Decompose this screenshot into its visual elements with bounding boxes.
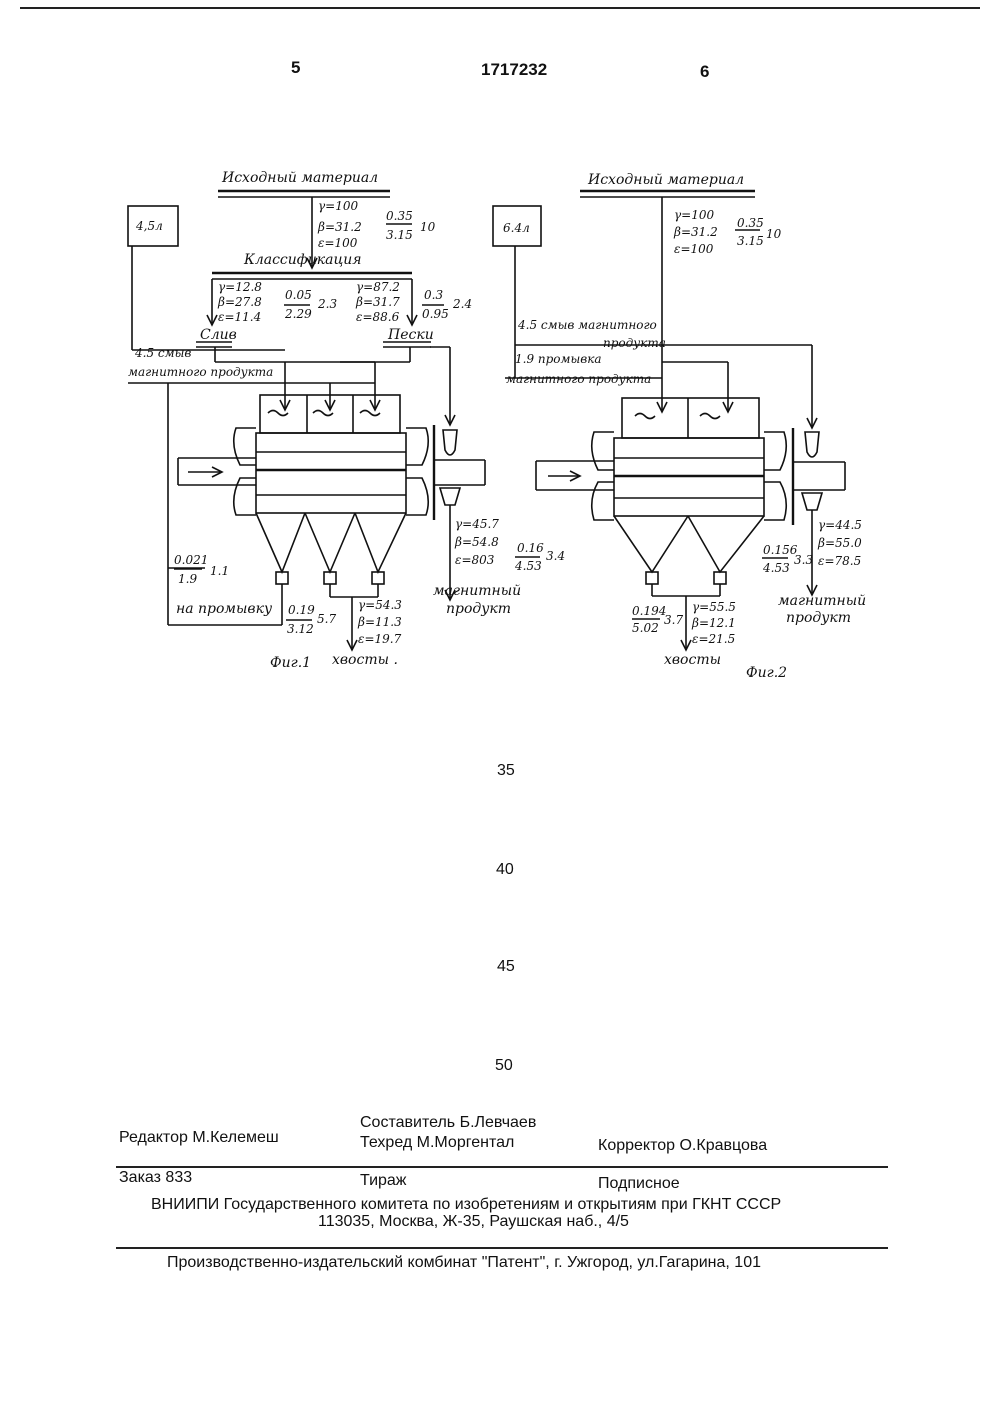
fig2-input-frac-den: 3.15	[737, 234, 764, 248]
fig2-tails-frac-val: 3.7	[664, 613, 683, 627]
fig1-magnetic-label-b: продукт	[446, 601, 511, 617]
footer-address: 113035, Москва, Ж-35, Раушская наб., 4/5	[318, 1213, 629, 1231]
line-number-40: 40	[496, 861, 514, 879]
footer-subscription: Подписное	[598, 1175, 680, 1193]
fig1-input-gamma: γ=100	[318, 199, 358, 213]
fig1-sands-eps: ε=88.6	[356, 310, 399, 324]
fig1-wash-label-a: 4.5 смыв	[135, 346, 191, 360]
fig1-source-label: Исходный материал	[222, 170, 378, 186]
fig1-input-eps: ε=100	[318, 236, 357, 250]
fig2-input-gamma: γ=100	[674, 208, 714, 222]
fig1-tails-eps: ε=19.7	[358, 632, 401, 646]
fig2-wash-label-a: 4.5 смыв магнитного	[518, 318, 657, 332]
line-number-45: 45	[497, 958, 515, 976]
fig1-overflow-frac-num: 0.05	[285, 288, 312, 302]
fig1-magnetic-frac-den: 4.53	[515, 559, 542, 573]
fig2-tails-gamma: γ=55.5	[692, 600, 736, 614]
fig1-sands-frac-val: 2.4	[453, 297, 472, 311]
fig1-tails-label: хвосты .	[332, 652, 398, 668]
fig1-magnetic-frac-val: 3.4	[546, 549, 565, 563]
fig1-tails-frac-den: 3.12	[287, 622, 314, 636]
fig1-sands-frac-den: 0.95	[422, 307, 449, 321]
fig1-overflow-gamma: γ=12.8	[218, 280, 262, 294]
fig1-recycle-frac-num: 0.021	[174, 553, 208, 567]
fig2-tails-label: хвосты	[664, 652, 721, 668]
fig2-wash-label-c: 1.9 промывка	[515, 352, 602, 366]
fig2-magnetic-frac-val: 3.3	[794, 553, 813, 567]
fig1-wash-label-b: магнитного продукта	[128, 365, 273, 379]
fig1-tails-frac-val: 5.7	[317, 612, 336, 626]
fig1-magnetic-beta: β=54.8	[455, 535, 499, 549]
fig1-tails-beta: β=11.3	[358, 615, 402, 629]
fig1-sands-gamma: γ=87.2	[356, 280, 400, 294]
fig2-tails-eps: ε=21.5	[692, 632, 735, 646]
footer-rule-1	[116, 1166, 888, 1168]
fig1-recycle-frac-val: 1.1	[210, 564, 229, 578]
footer-corrector: Корректор О.Кравцова	[598, 1137, 767, 1155]
fig1-overflow-frac-val: 2.3	[318, 297, 337, 311]
fig1-magnetic-label-a: магнитный	[433, 583, 521, 599]
fig2-wash-label-d: магнитного продукта	[506, 372, 651, 386]
fig2-magnetic-eps: ε=78.5	[818, 554, 861, 568]
fig2-magnetic-gamma: γ=44.5	[818, 518, 862, 532]
footer-compiler: Составитель Б.Левчаев	[360, 1114, 536, 1132]
fig2-input-beta: β=31.2	[674, 225, 718, 239]
footer-techred: Техред М.Моргентал	[360, 1134, 514, 1152]
fig1-magnetic-eps: ε=803	[455, 553, 494, 567]
fig2-tails-frac-num: 0.194	[632, 604, 666, 618]
fig1-input-frac-num: 0.35	[386, 209, 413, 223]
fig1-classification-label: Классификация	[244, 252, 362, 268]
fig1-sands-label: Пески	[388, 327, 434, 343]
footer-publisher: Производственно-издательский комбинат "П…	[167, 1254, 761, 1272]
fig1-input-frac-val: 10	[420, 220, 435, 234]
fig2-source-label: Исходный материал	[588, 172, 744, 188]
fig1-magnetic-frac-num: 0.16	[517, 541, 544, 555]
fig1-input-beta: β=31.2	[318, 220, 362, 234]
fig1-overflow-beta: β=27.8	[218, 295, 262, 309]
fig1-tails-frac-num: 0.19	[288, 603, 315, 617]
fig2-tank-label: 6.4л	[503, 221, 530, 235]
footer-order: Заказ 833	[119, 1169, 192, 1187]
fig1-sands-beta: β=31.7	[356, 295, 400, 309]
fig1-overflow-frac-den: 2.29	[285, 307, 312, 321]
fig2-tails-frac-den: 5.02	[632, 621, 659, 635]
fig2-input-frac-val: 10	[766, 227, 781, 241]
line-number-35: 35	[497, 762, 515, 780]
footer-print-run: Тираж	[360, 1172, 407, 1190]
fig2-input-eps: ε=100	[674, 242, 713, 256]
fig1-overflow-label: Слив	[200, 327, 237, 343]
fig1-recycle-label: на промывку	[176, 601, 272, 617]
fig1-sands-frac-num: 0.3	[424, 288, 443, 302]
footer-rule-2	[116, 1247, 888, 1249]
fig1-input-frac-den: 3.15	[386, 228, 413, 242]
fig2-magnetic-frac-num: 0.156	[763, 543, 797, 557]
fig2-tails-beta: β=12.1	[692, 616, 736, 630]
fig2-wash-label-b: продукта	[603, 336, 666, 350]
footer-editor: Редактор М.Келемеш	[119, 1129, 279, 1147]
fig2-magnetic-frac-den: 4.53	[763, 561, 790, 575]
fig2-magnetic-label-b: продукт	[786, 610, 851, 626]
fig1-caption: Фиг.1	[270, 655, 311, 671]
fig2-magnetic-label-a: магнитный	[778, 593, 866, 609]
fig2-magnetic-beta: β=55.0	[818, 536, 862, 550]
footer-organization: ВНИИПИ Государственного комитета по изоб…	[151, 1196, 781, 1214]
fig2-caption: Фиг.2	[746, 665, 787, 681]
fig2-input-frac-num: 0.35	[737, 216, 764, 230]
line-number-50: 50	[495, 1057, 513, 1075]
fig1-recycle-frac-den: 1.9	[178, 572, 197, 586]
fig1-tank-label: 4,5л	[136, 219, 163, 233]
fig1-tails-gamma: γ=54.3	[358, 598, 402, 612]
fig1-magnetic-gamma: γ=45.7	[455, 517, 499, 531]
fig1-overflow-eps: ε=11.4	[218, 310, 261, 324]
